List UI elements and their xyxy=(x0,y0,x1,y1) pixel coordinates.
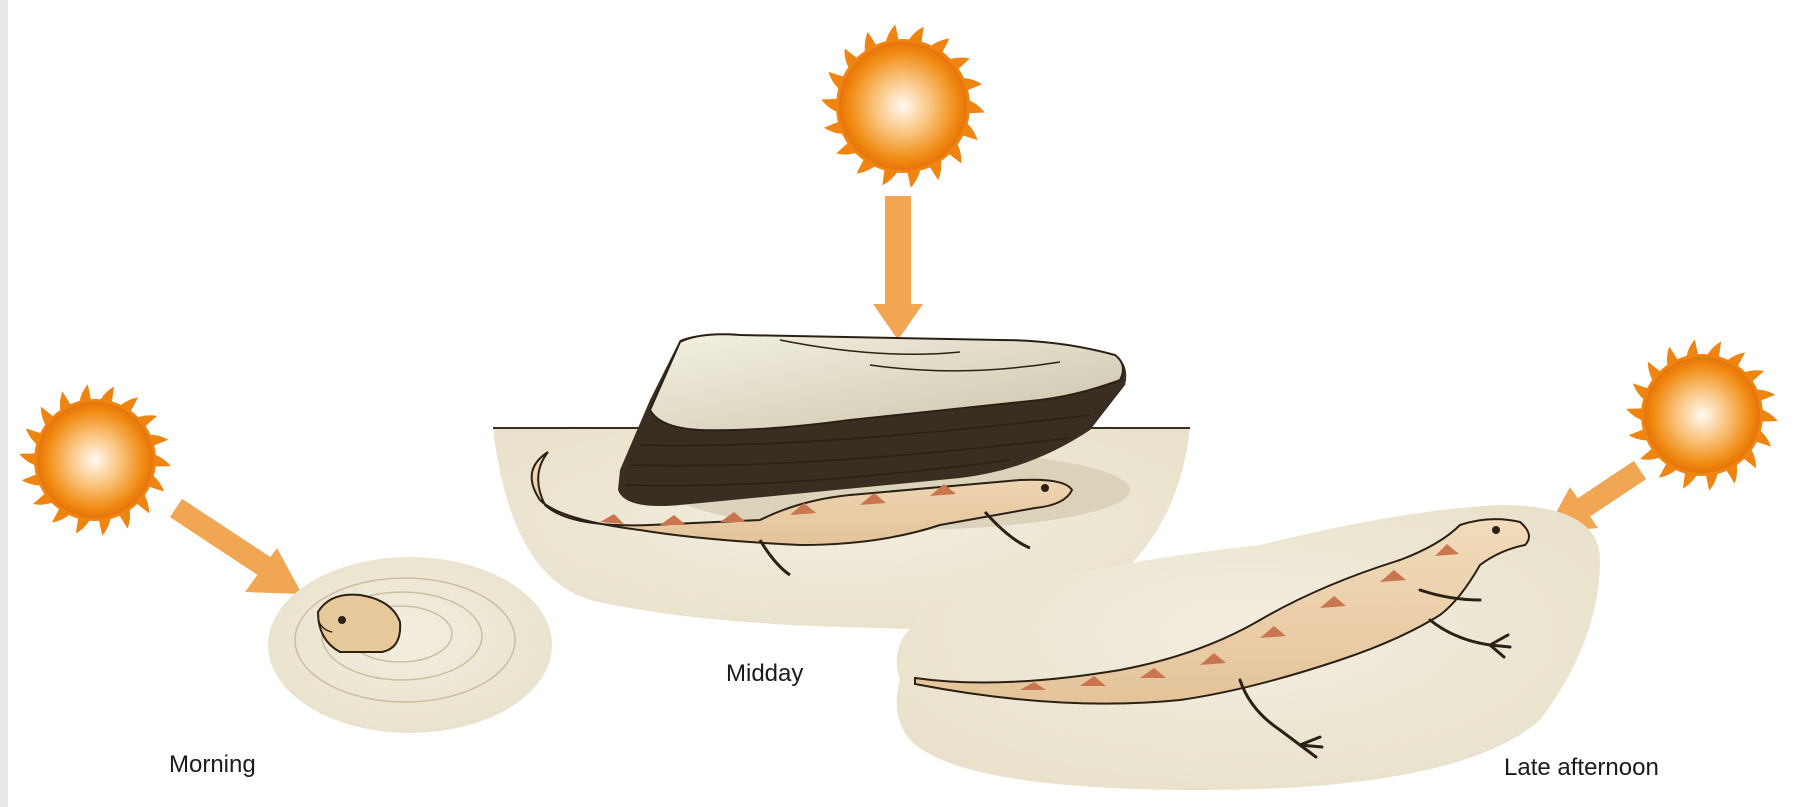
morning-panel: Morning xyxy=(19,384,552,778)
late-afternoon-label: Late afternoon xyxy=(1504,754,1659,781)
page-edge xyxy=(0,0,8,807)
midday-sun-arrow xyxy=(873,196,923,340)
morning-sun-arrow xyxy=(176,508,302,594)
morning-label: Morning xyxy=(169,751,256,778)
midday-label: Midday xyxy=(726,660,803,687)
morning-sun-icon xyxy=(19,384,171,535)
midday-sun-icon xyxy=(821,24,984,187)
morning-sand-mound xyxy=(268,557,552,733)
late-afternoon-sun-icon xyxy=(1626,339,1778,490)
